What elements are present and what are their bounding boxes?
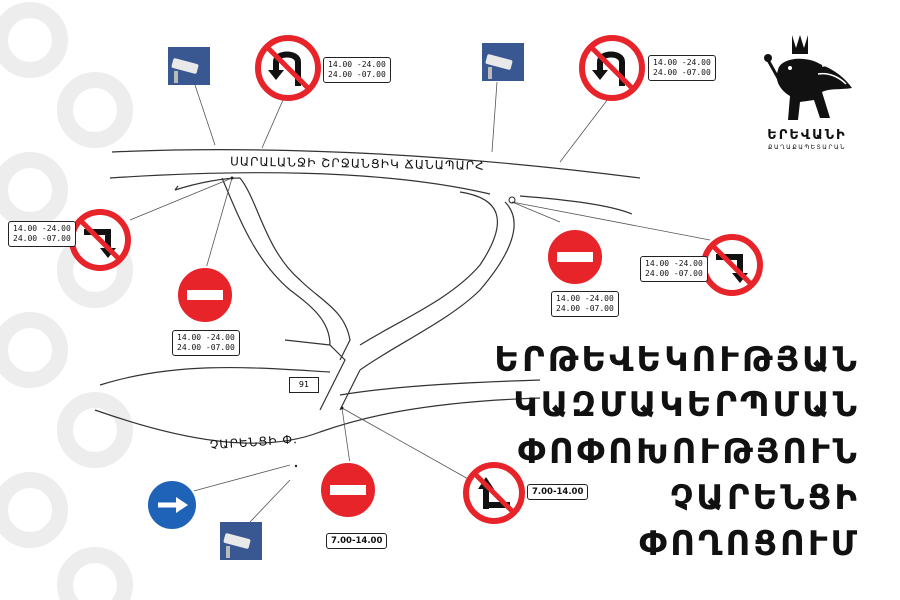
logo-subtitle: ՔԱՂԱՔԱՊԵՏԱՐԱՆ	[767, 144, 847, 151]
road-network	[94, 148, 641, 444]
no-left-turn-sign	[579, 35, 645, 101]
left-slip-upper	[174, 177, 241, 191]
top-road-lower-edge	[109, 172, 633, 215]
camera-icon	[168, 47, 210, 85]
no-entry-sign	[546, 228, 604, 286]
time-window-night: 14.00 -24.00 24.00 -07.00	[172, 330, 240, 356]
connector-right-edge	[359, 191, 498, 346]
time-window-night: 14.00 -24.00 24.00 -07.00	[640, 256, 708, 282]
time-window-night: 14.00 -24.00 24.00 -07.00	[648, 55, 716, 81]
leader-lines	[129, 81, 711, 523]
no-entry-sign	[176, 266, 234, 324]
connector-right-edge-2	[359, 201, 515, 371]
time-window-day: 7.00-14.00	[326, 533, 388, 549]
watermark-pattern	[0, 2, 133, 600]
no-right-turn-sign	[701, 234, 763, 296]
top-road-label: ՍԱՐԱԼԱՆՋԻ ՇՐՋԱՆՑԻԿ ՃԱՆԱՊԱՐՀ	[230, 154, 485, 172]
title-line-2: ԿԱԶՄԱԿԵՐՊՄԱՆ	[513, 385, 860, 425]
no-entry-sign	[319, 461, 377, 519]
no-straight-left-sign	[463, 462, 525, 524]
no-right-turn-sign	[69, 209, 131, 271]
time-window-night: 14.00 -24.00 24.00 -07.00	[323, 57, 391, 83]
title-line-5: ՓՈՂՈՑՈՒՄ	[638, 524, 860, 564]
time-window-day: 7.00-14.00	[527, 484, 589, 500]
route-number-box: 91	[289, 377, 319, 393]
title-line-3: ՓՈՓՈԽՈՒԹՅՈՒՆ	[517, 432, 860, 472]
top-road-upper-edge	[111, 148, 641, 179]
time-window-night: 14.00 -24.00 24.00 -07.00	[8, 221, 76, 247]
logo-city-name: ԵՐԵՎԱՆԻ	[767, 128, 847, 143]
connector-left-edge-2	[221, 177, 331, 346]
camera-icon	[220, 522, 262, 560]
no-left-turn-sign	[255, 35, 321, 101]
mandatory-right-sign	[146, 479, 198, 531]
time-window-night: 14.00 -24.00 24.00 -07.00	[551, 291, 619, 317]
connector-left-edge	[239, 177, 351, 361]
title-line-1: ԵՐԹԵՎԵԿՈՒԹՅԱՆ	[494, 340, 860, 380]
title-line-4: ՉԱՐԵՆՑԻ	[670, 478, 860, 518]
yerevan-lion-emblem	[764, 35, 852, 120]
bottom-road-label: ՉԱՐԵՆՑԻ Փ.	[209, 432, 298, 452]
camera-icon	[482, 43, 524, 81]
